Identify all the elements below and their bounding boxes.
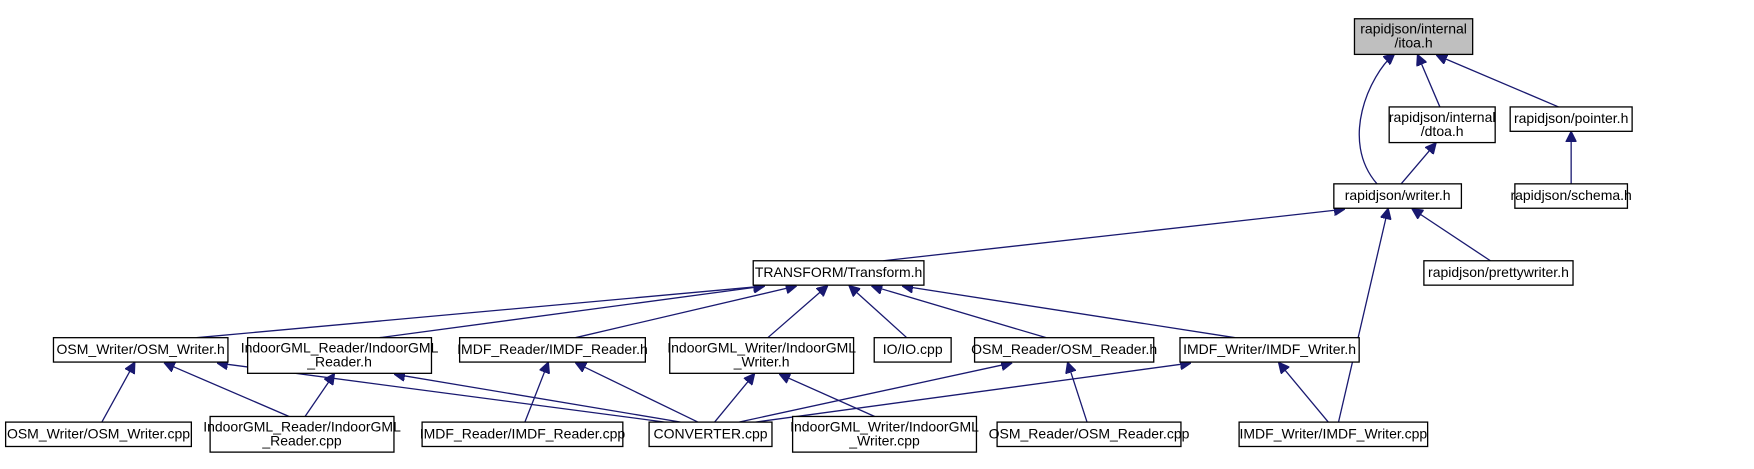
node-label: IO/IO.cpp <box>883 341 943 357</box>
node-box <box>791 415 978 453</box>
node-osm-reader-cpp[interactable]: OSM_Reader/OSM_Reader.cpp <box>989 421 1190 448</box>
edge-converter-to-imdf-reader-h <box>576 363 699 423</box>
edge-osm-writer-h-to-transform <box>196 286 764 339</box>
node-box <box>1514 183 1629 209</box>
node-pointer[interactable]: rapidjson/pointer.h <box>1509 106 1633 132</box>
node-box <box>752 260 925 286</box>
node-label: /itoa.h <box>1394 35 1432 51</box>
edge-dtoa-to-itoa <box>1418 55 1441 108</box>
edge-imdf-writer-cpp-to-imdf-writer-h <box>1279 363 1329 423</box>
node-label: _Writer.cpp <box>848 432 920 448</box>
edge-io-cpp-to-transform <box>850 286 908 339</box>
node-label: _Writer.h <box>733 354 790 370</box>
node-imdf-writer-h[interactable]: IMDF_Writer/IMDF_Writer.h <box>1179 337 1360 363</box>
node-box <box>1353 18 1474 56</box>
node-prettywriter[interactable]: rapidjson/prettywriter.h <box>1423 260 1574 286</box>
edge-osm-reader-cpp-to-osm-reader-h <box>1068 363 1088 423</box>
node-box <box>1179 337 1360 363</box>
node-label: rapidjson/schema.h <box>1510 187 1631 203</box>
node-label: IndoorGML_Writer/IndoorGML <box>667 340 856 356</box>
edge-imdf-reader-cpp-to-imdf-reader-h <box>524 363 548 423</box>
node-box <box>4 421 193 448</box>
edge-osm-writer-cpp-to-osm-writer-h <box>101 363 135 423</box>
edge-igml-writer-h-to-transform <box>767 286 827 339</box>
node-box <box>1238 421 1429 448</box>
node-schema[interactable]: rapidjson/schema.h <box>1510 183 1632 209</box>
nodes-layer: rapidjson/internal/itoa.hrapidjson/inter… <box>4 18 1633 453</box>
node-label: TRANSFORM/Transform.h <box>755 264 923 280</box>
node-osm-writer-h[interactable]: OSM_Writer/OSM_Writer.h <box>52 337 229 363</box>
node-igml-reader-cpp[interactable]: IndoorGML_Reader/IndoorGML_Reader.cpp <box>203 415 401 453</box>
edge-prettywriter-to-writer <box>1413 209 1491 262</box>
node-box <box>421 421 624 448</box>
node-box <box>209 415 395 453</box>
node-label: rapidjson/writer.h <box>1345 187 1451 203</box>
node-box <box>873 337 952 363</box>
edge-converter-to-osm-reader-h <box>738 363 1011 423</box>
edge-osm-reader-h-to-transform <box>872 286 1047 339</box>
node-osm-writer-cpp[interactable]: OSM_Writer/OSM_Writer.cpp <box>4 421 193 448</box>
node-osm-reader-h[interactable]: OSM_Reader/OSM_Reader.h <box>971 337 1157 363</box>
node-label: IMDF_Reader/IMDF_Reader.cpp <box>420 425 626 441</box>
node-writer[interactable]: rapidjson/writer.h <box>1333 183 1463 209</box>
node-label: IndoorGML_Writer/IndoorGML <box>790 418 979 434</box>
node-box <box>458 337 646 363</box>
node-igml-writer-h[interactable]: IndoorGML_Writer/IndoorGML_Writer.h <box>667 337 856 374</box>
node-label: IMDF_Writer/IMDF_Writer.h <box>1183 341 1356 357</box>
edge-igml-reader-h-to-transform <box>379 286 763 339</box>
node-igml-writer-cpp[interactable]: IndoorGML_Writer/IndoorGML_Writer.cpp <box>790 415 979 453</box>
node-label: OSM_Writer/OSM_Writer.cpp <box>7 425 190 441</box>
node-dtoa[interactable]: rapidjson/internal/dtoa.h <box>1388 106 1496 144</box>
node-label: CONVERTER.cpp <box>653 425 767 441</box>
node-label: _Reader.h <box>306 354 372 370</box>
edge-igml-writer-cpp-to-igml-writer-h <box>780 374 875 418</box>
node-io-cpp[interactable]: IO/IO.cpp <box>873 337 952 363</box>
edge-converter-to-igml-writer-h <box>714 374 754 423</box>
node-label: IndoorGML_Reader/IndoorGML <box>241 340 439 356</box>
node-box <box>648 421 773 448</box>
edges-layer <box>101 54 1571 423</box>
edge-converter-to-igml-reader-h <box>395 374 681 423</box>
node-label: rapidjson/internal <box>1389 109 1496 125</box>
node-box <box>669 337 855 374</box>
node-label: OSM_Reader/OSM_Reader.h <box>971 341 1157 357</box>
edge-converter-to-imdf-writer-h <box>755 363 1190 423</box>
node-label: rapidjson/prettywriter.h <box>1428 264 1569 280</box>
node-box <box>1423 260 1574 286</box>
node-box <box>1509 106 1633 132</box>
node-label: _Reader.cpp <box>261 432 342 448</box>
edge-igml-reader-cpp-to-osm-writer-h <box>165 363 290 418</box>
node-label: IndoorGML_Reader/IndoorGML <box>203 418 401 434</box>
node-label: IMDF_Writer/IMDF_Writer.cpp <box>1239 425 1427 441</box>
node-transform[interactable]: TRANSFORM/Transform.h <box>752 260 925 286</box>
edge-imdf-reader-h-to-transform <box>575 286 795 339</box>
edge-igml-reader-cpp-to-igml-reader-h <box>304 374 334 417</box>
edge-imdf-writer-h-to-transform <box>903 286 1236 339</box>
node-imdf-writer-cpp[interactable]: IMDF_Writer/IMDF_Writer.cpp <box>1238 421 1429 448</box>
node-label: rapidjson/internal <box>1360 21 1467 37</box>
node-label: IMDF_Reader/IMDF_Reader.h <box>457 341 648 357</box>
node-box <box>1388 106 1496 144</box>
node-label: /dtoa.h <box>1421 123 1464 139</box>
node-imdf-reader-cpp[interactable]: IMDF_Reader/IMDF_Reader.cpp <box>420 421 626 448</box>
edge-writer-to-itoa <box>1358 54 1394 185</box>
node-label: OSM_Reader/OSM_Reader.cpp <box>989 425 1190 441</box>
node-label: OSM_Writer/OSM_Writer.h <box>57 341 225 357</box>
node-box <box>246 337 433 374</box>
node-converter[interactable]: CONVERTER.cpp <box>648 421 773 448</box>
edge-writer-to-dtoa <box>1400 144 1435 185</box>
node-itoa[interactable]: rapidjson/internal/itoa.h <box>1353 18 1474 56</box>
node-box <box>973 337 1155 363</box>
node-label: rapidjson/pointer.h <box>1514 110 1628 126</box>
node-imdf-reader-h[interactable]: IMDF_Reader/IMDF_Reader.h <box>457 337 648 363</box>
edge-transform-to-writer <box>883 209 1344 262</box>
node-box <box>52 337 229 363</box>
node-box <box>996 421 1182 448</box>
node-box <box>1333 183 1463 209</box>
node-igml-reader-h[interactable]: IndoorGML_Reader/IndoorGML_Reader.h <box>241 337 439 374</box>
edge-pointer-to-itoa <box>1437 55 1559 108</box>
edge-imdf-writer-cpp-to-writer <box>1337 209 1388 423</box>
